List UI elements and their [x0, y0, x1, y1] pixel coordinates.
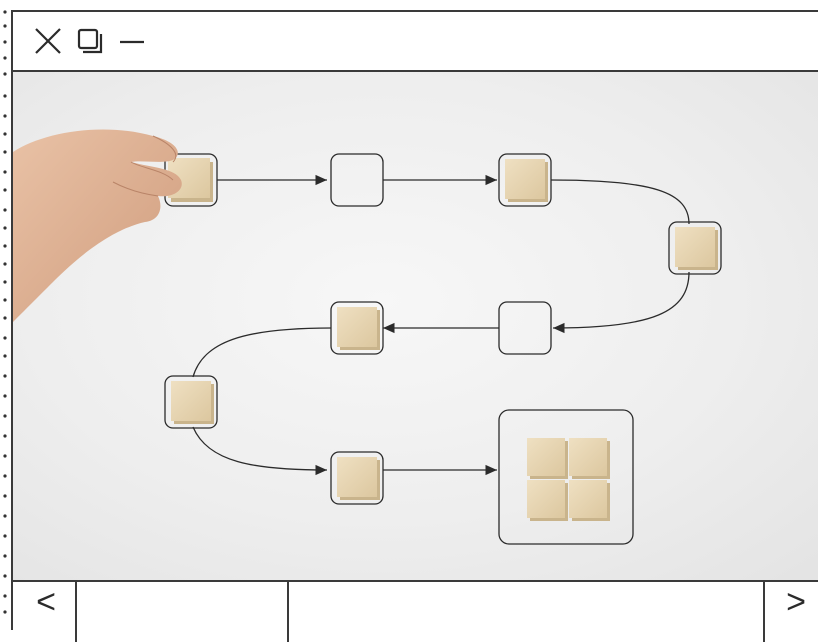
restore-button[interactable] [75, 26, 105, 56]
prev-button[interactable]: < [36, 583, 56, 621]
workflow-blocks-image [13, 129, 722, 545]
title-bar [13, 12, 818, 72]
divider [763, 582, 765, 642]
close-icon [35, 28, 61, 54]
bottom-bar: < > [13, 580, 818, 642]
next-button[interactable]: > [786, 583, 806, 621]
divider [287, 582, 289, 642]
minimize-button[interactable] [117, 26, 147, 56]
minimize-icon [120, 40, 144, 44]
dotted-margin [3, 10, 7, 614]
image-viewport [13, 72, 818, 580]
divider [75, 582, 77, 642]
close-button[interactable] [33, 26, 63, 56]
restore-icon [77, 28, 103, 54]
app-window: < > [11, 10, 818, 642]
